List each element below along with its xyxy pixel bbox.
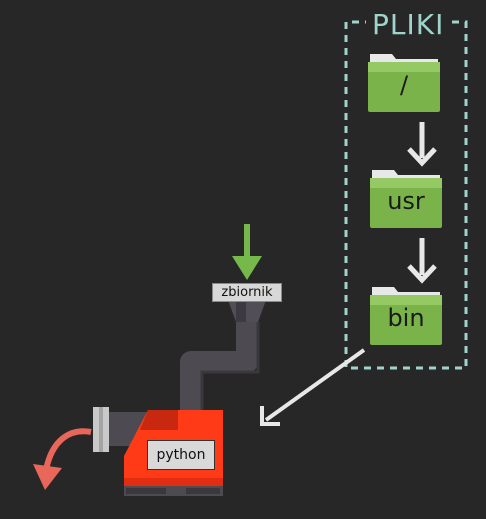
files-box-border	[344, 20, 468, 370]
down-arrow-icon	[407, 238, 437, 284]
pipe-shape	[180, 322, 258, 412]
folder-label-root: /	[399, 71, 409, 99]
folder-icon-root[interactable]	[368, 54, 440, 112]
folder-icon-usr[interactable]	[370, 170, 442, 228]
engine-label: python	[147, 440, 215, 470]
folder-label-bin: bin	[387, 304, 425, 332]
down-arrow-icon	[407, 122, 437, 167]
funnel-shape	[228, 300, 266, 322]
tank-label: zbiornik	[212, 283, 282, 302]
folder-icon-bin[interactable]	[370, 287, 442, 345]
folder-label-usr: usr	[387, 187, 425, 215]
files-box-title: PLIKI	[366, 8, 451, 41]
input-arrow-icon	[232, 224, 262, 280]
diagonal-arrow-icon	[260, 348, 366, 426]
output-arrow-icon	[33, 428, 92, 490]
